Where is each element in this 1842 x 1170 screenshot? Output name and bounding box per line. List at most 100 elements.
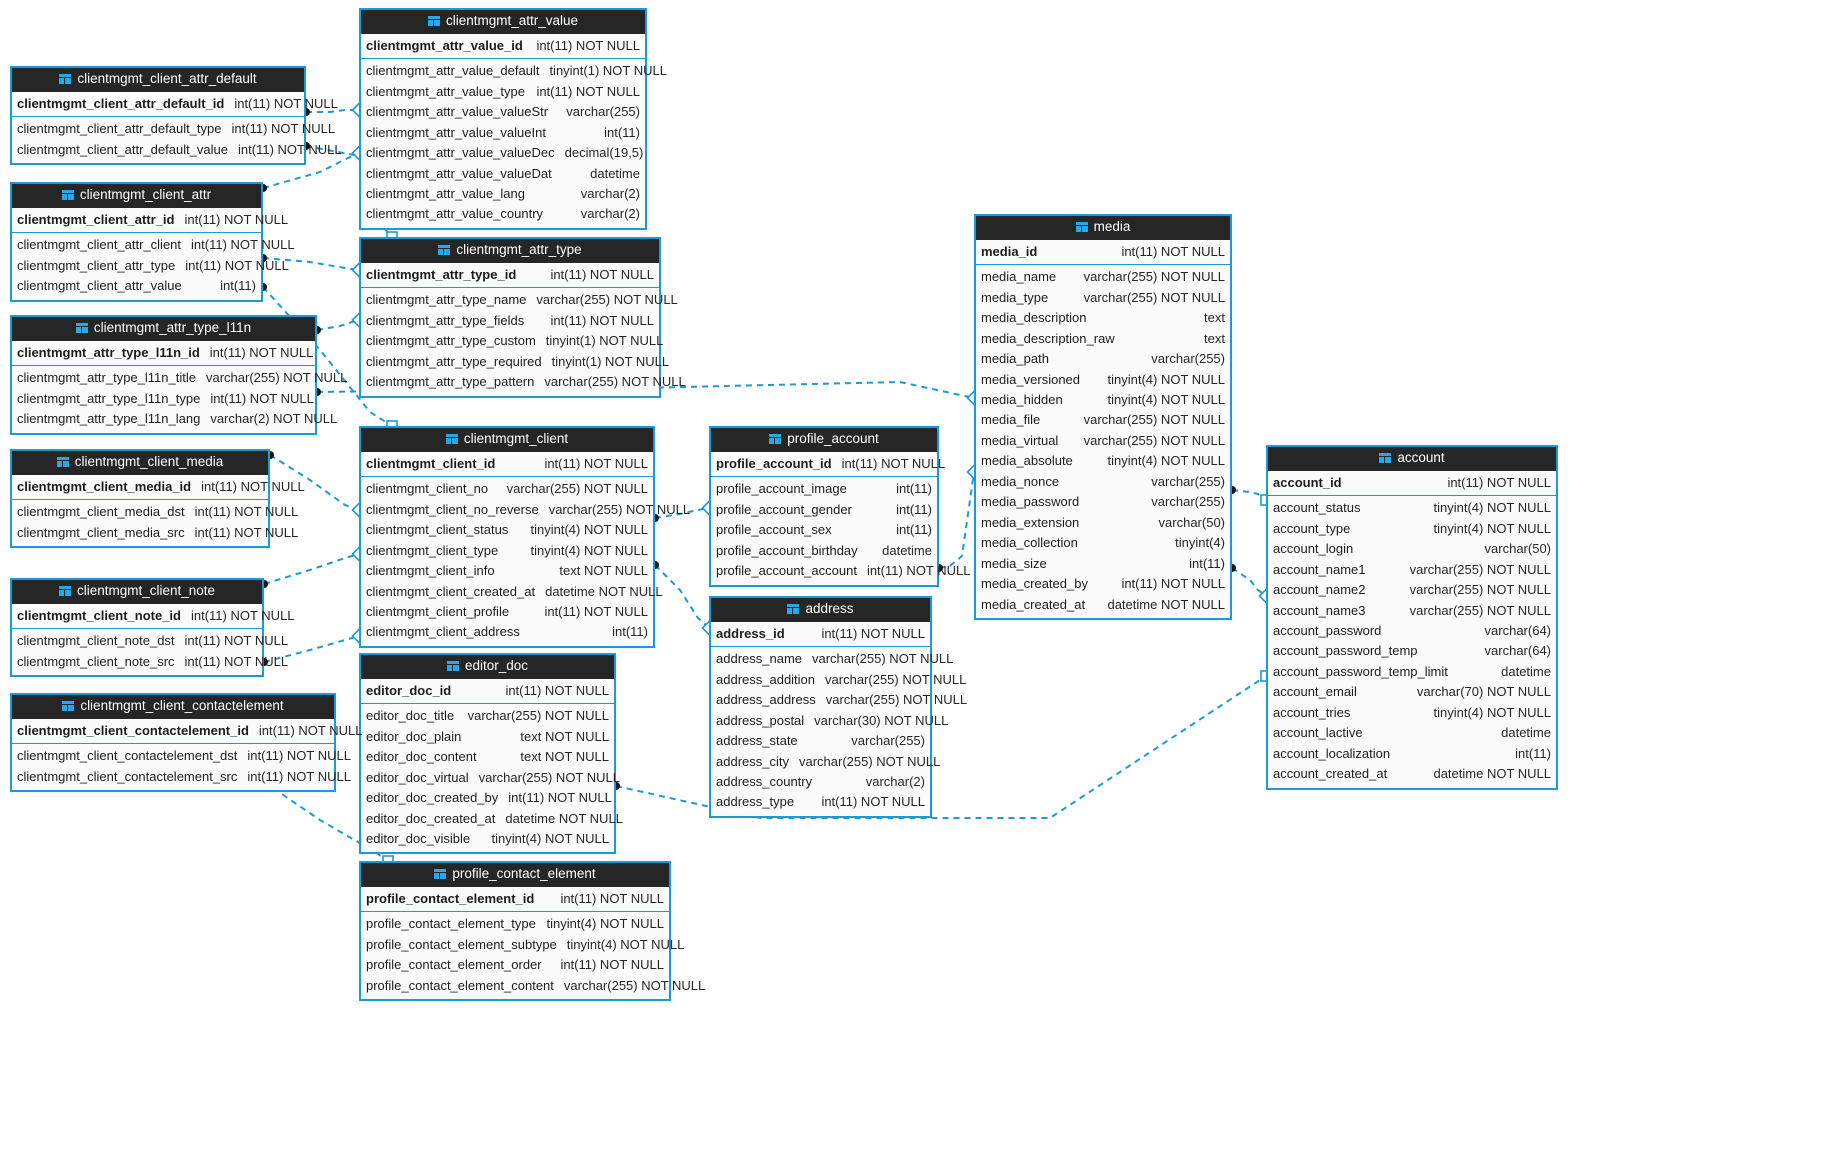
column-name: clientmgmt_attr_value_country (366, 206, 544, 222)
column-name: clientmgmt_client_no (366, 481, 489, 497)
column-type: varchar(255) NOT NULL (1409, 602, 1551, 618)
column-name: clientmgmt_attr_type_l11n_lang (17, 411, 201, 427)
primary-key-row: editor_doc_id int(11) NOT NULL (361, 679, 614, 705)
column-type: tinyint(4) NOT NULL (1107, 371, 1225, 387)
column-type: int(11) NOT NULL (560, 890, 664, 906)
column-name: clientmgmt_client_attr_type (17, 257, 176, 273)
column-name: clientmgmt_attr_type_l11n_id (17, 344, 200, 360)
column-type: varchar(2) (865, 774, 925, 790)
column-name: editor_doc_id (366, 682, 452, 698)
entity-header-address: address (711, 598, 930, 622)
column-name: media_created_by (981, 576, 1088, 592)
column-type: datetime NOT NULL (1107, 596, 1225, 612)
column-name: account_login (1273, 541, 1354, 557)
column-row: account_login varchar(50) (1268, 539, 1556, 559)
column-type: tinyint(4) NOT NULL (491, 831, 609, 847)
column-type: tinyint(4) NOT NULL (530, 542, 648, 558)
column-type: int(11) (896, 481, 932, 497)
column-type: datetime NOT NULL (545, 583, 663, 599)
column-name: account_password_temp (1273, 643, 1418, 659)
column-name: profile_account_gender (716, 501, 852, 517)
column-type: int(11) (1189, 555, 1225, 571)
column-type: datetime (1501, 663, 1551, 679)
column-type: varchar(255) NOT NULL (1083, 432, 1225, 448)
column-name: account_email (1273, 684, 1357, 700)
table-icon (434, 869, 447, 880)
column-name: media_description_raw (981, 330, 1115, 346)
column-name: media_size (981, 555, 1047, 571)
column-name: media_collection (981, 535, 1078, 551)
column-name: profile_contact_element_subtype (366, 936, 557, 952)
column-type: int(11) NOT NULL (191, 237, 295, 253)
column-name: address_type (716, 794, 795, 810)
column-name: profile_contact_element_type (366, 916, 536, 932)
entity-header-clientmgmt_client_attr_default: clientmgmt_client_attr_default (12, 68, 304, 92)
column-name: clientmgmt_attr_type_fields (366, 312, 525, 328)
column-type: tinyint(4) NOT NULL (1107, 453, 1225, 469)
column-name: clientmgmt_attr_value_valueDat (366, 165, 552, 181)
column-type: varchar(50) (1484, 541, 1551, 557)
entity-header-clientmgmt_client_contactelement: clientmgmt_client_contactelement (12, 695, 334, 719)
column-type: varchar(255) NOT NULL (205, 370, 348, 386)
column-name: clientmgmt_client_profile (366, 604, 510, 620)
column-name: editor_doc_created_at (366, 810, 496, 826)
column-type: int(11) NOT NULL (234, 95, 338, 111)
column-name: account_status (1273, 500, 1361, 516)
column-name: profile_contact_element_order (366, 957, 542, 973)
column-name: clientmgmt_client_attr_default_type (17, 121, 222, 137)
column-name: profile_contact_element_content (366, 977, 554, 993)
column-name: editor_doc_virtual (366, 769, 469, 785)
entity-clientmgmt_attr_type_l11n[interactable]: clientmgmt_attr_type_l11n clientmgmt_attr… (10, 315, 347, 435)
column-type: varchar(255) NOT NULL (506, 481, 648, 497)
entity-header-editor_doc: editor_doc (361, 655, 614, 679)
entity-clientmgmt_client_attr_default[interactable]: clientmgmt_client_attr_default clientmgmt… (10, 66, 342, 166)
column-name: editor_doc_plain (366, 728, 462, 744)
column-type: decimal(19,5) (564, 145, 644, 161)
column-type: int(11) NOT NULL (505, 682, 609, 698)
column-name: account_name1 (1273, 561, 1366, 577)
column-name: profile_account_id (716, 455, 832, 471)
column-name: clientmgmt_client_attr_default_id (17, 95, 225, 111)
entity-header-clientmgmt_attr_type_l11n: clientmgmt_attr_type_l11n (12, 317, 315, 341)
entity-header-media: media (976, 216, 1230, 240)
